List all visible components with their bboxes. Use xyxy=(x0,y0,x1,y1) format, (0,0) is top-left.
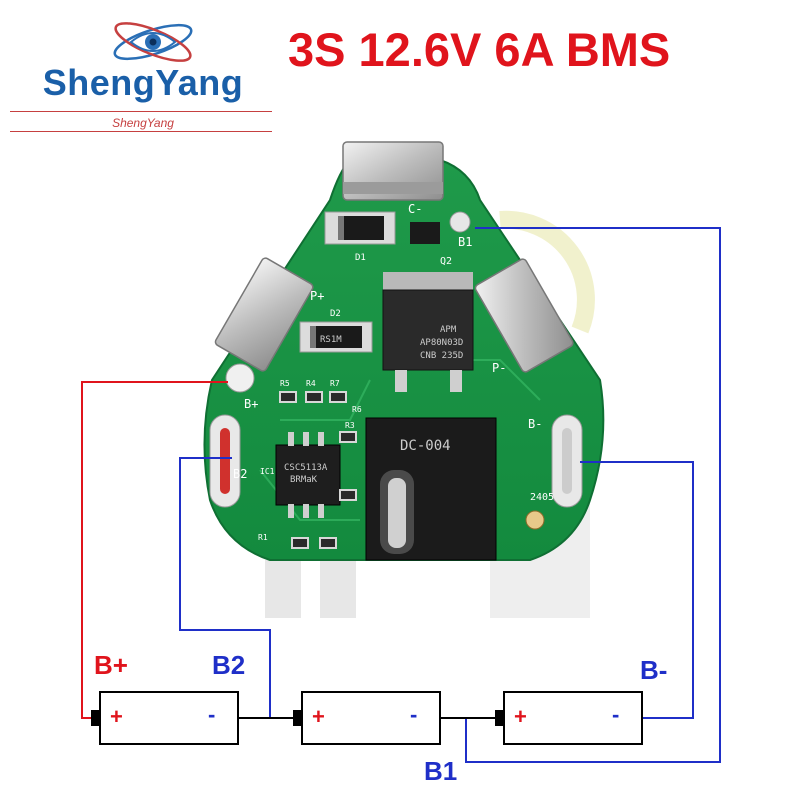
mounting-hole xyxy=(525,510,545,530)
pcb-label-r5: R5 xyxy=(280,379,290,388)
pcb-label-rs1m: RS1M xyxy=(320,335,342,345)
label-b1: B1 xyxy=(424,756,458,786)
pcb-label-p-plus: P+ xyxy=(310,289,324,303)
brand-subtitle: ShengYang xyxy=(112,116,174,130)
pcb-label-ap80n03d: AP80N03D xyxy=(420,338,463,348)
pcb-label-r3: R3 xyxy=(345,421,355,430)
cell-1-minus: - xyxy=(208,702,216,727)
pcb-label-p-minus: P- xyxy=(492,361,506,375)
page-title: 3S 12.6V 6A BMS xyxy=(288,23,671,76)
label-b-minus: B- xyxy=(640,655,668,685)
diode-d1 xyxy=(324,211,396,245)
wire-b2 xyxy=(179,457,271,718)
eye-logo-icon xyxy=(113,22,193,62)
pcb-label-c-minus: C- xyxy=(408,202,422,216)
pcb-label-q2: Q2 xyxy=(440,256,452,267)
pcb-label-r1: R1 xyxy=(258,533,268,542)
pcb-label-d1: D1 xyxy=(355,253,366,263)
brand-logo xyxy=(8,8,278,138)
transistor-q2 xyxy=(410,222,440,244)
label-b2: B2 xyxy=(212,650,246,680)
pcb-label-b2: B2 xyxy=(233,467,247,481)
pcb-label-b1: B1 xyxy=(458,235,472,249)
divider xyxy=(10,131,272,132)
ic-csc5113a xyxy=(275,432,341,518)
top-terminal xyxy=(342,141,444,201)
cell-3-plus: + xyxy=(514,704,527,729)
right-terminal xyxy=(474,258,574,373)
label-b-plus: B+ xyxy=(94,650,128,680)
pcb-label-ic1: IC1 xyxy=(260,467,275,476)
cell-3-minus: - xyxy=(612,702,620,727)
pcb-label-d2: D2 xyxy=(330,309,341,319)
divider xyxy=(10,111,272,112)
cell-1-plus: + xyxy=(110,704,123,729)
pcb-label-r7: R7 xyxy=(330,379,340,388)
pcb-label-brmak: BRMaK xyxy=(290,475,318,485)
wire-b-minus xyxy=(580,461,694,719)
battery-cell-3 xyxy=(495,691,643,745)
left-terminal xyxy=(214,257,314,372)
pcb-label-b-minus: B- xyxy=(528,417,542,431)
cell-2-plus: + xyxy=(312,704,325,729)
battery-cell-1 xyxy=(91,691,239,745)
pcb-label-cnb: CNB 235D xyxy=(420,351,463,361)
pcb-label-b-plus: B+ xyxy=(244,397,258,411)
b-plus-pad xyxy=(225,363,255,393)
pcb-label-dc004: DC-004 xyxy=(400,438,451,454)
pcb-label-csc5113a: CSC5113A xyxy=(284,463,328,473)
wiring xyxy=(81,227,721,763)
b1-pad xyxy=(449,211,471,233)
diode-d2 xyxy=(299,321,373,353)
wire-b-plus xyxy=(81,381,228,719)
silkscreen: C- B1 Q2 D1 D2 P+ P- RS1M APM AP80N03D C… xyxy=(233,202,554,542)
mosfet-apm xyxy=(382,272,474,392)
pcb-label-r6: R6 xyxy=(352,405,362,414)
brand-name: ShengYang xyxy=(42,62,244,103)
battery-cell-2 xyxy=(293,691,441,745)
pcb-label-r4: R4 xyxy=(306,379,316,388)
cell-2-minus: - xyxy=(410,702,418,727)
dc-jack xyxy=(365,417,497,561)
resistors xyxy=(279,391,357,549)
pcb-label-2405: 2405 xyxy=(530,492,554,503)
pcb-label-apm: APM xyxy=(440,325,457,335)
wire-b1 xyxy=(465,227,721,763)
